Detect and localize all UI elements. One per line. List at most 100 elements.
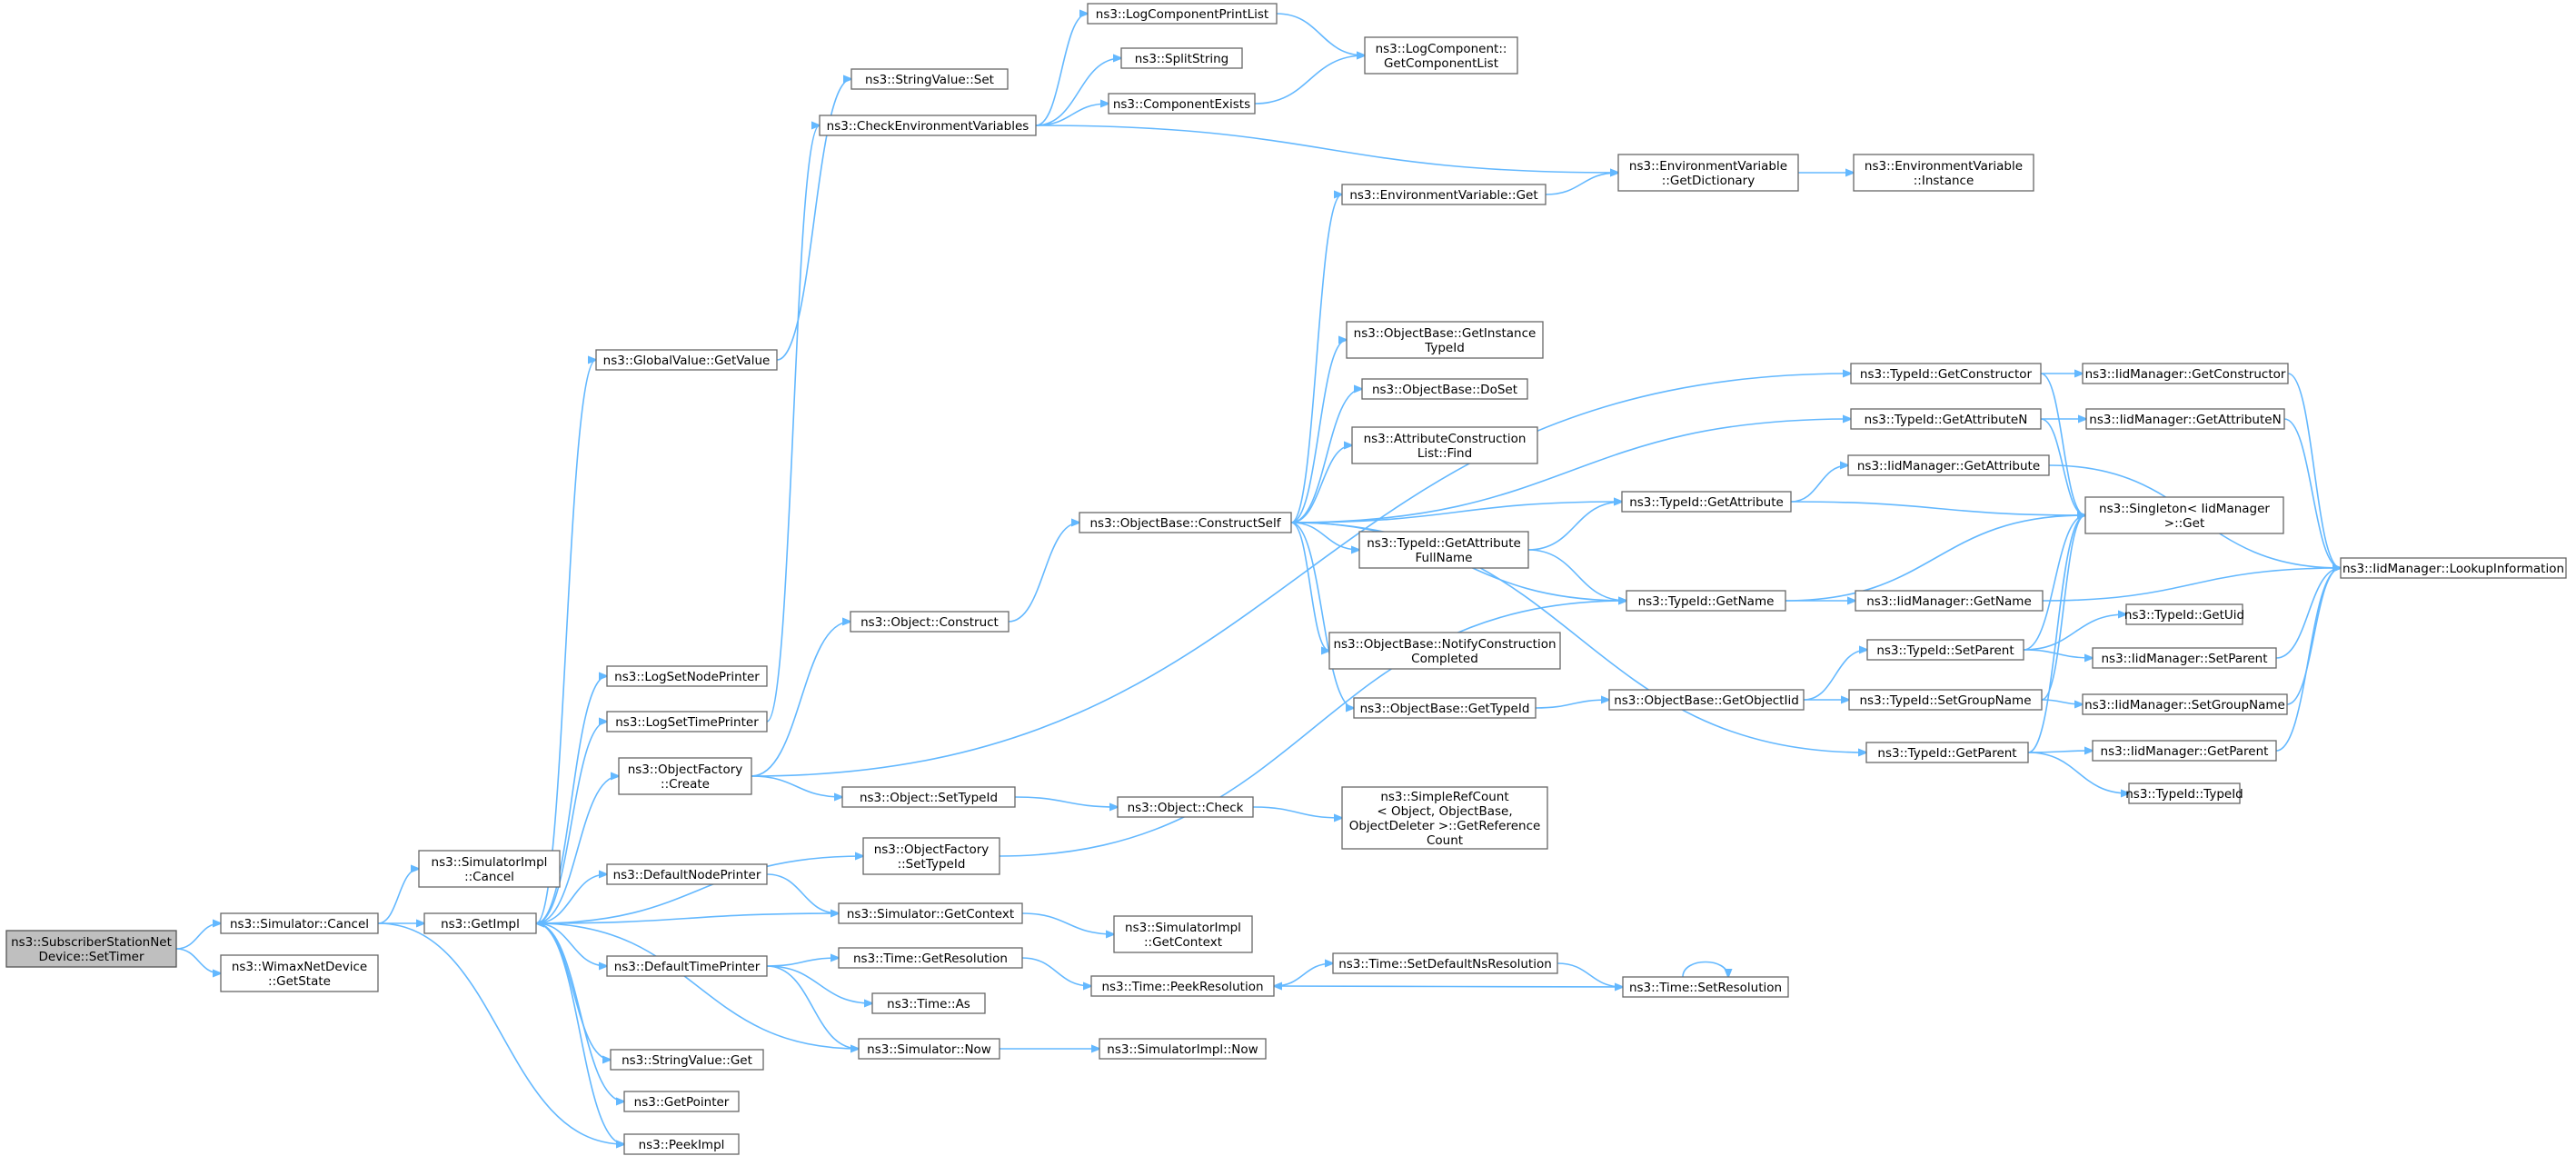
node-ns3-singleton-iidmanager-get[interactable]: ns3::Singleton< IidManager>::Get [2084, 496, 2284, 534]
node-ns3-typeid-getuid[interactable]: ns3::TypeId::GetUid [2124, 603, 2244, 625]
node-ns3-object-construct[interactable]: ns3::Object::Construct [850, 611, 1010, 633]
node-ns3-typeid-getname[interactable]: ns3::TypeId::GetName [1626, 590, 1786, 612]
node-label: ns3::IidManager::SetParent [2102, 652, 2268, 666]
node-ns3-stringvalue-set[interactable]: ns3::StringValue::Set [850, 68, 1009, 90]
node-ns3-simplerefcount-object-objectbase-objectdeleter-getreference-count[interactable]: ns3::SimpleRefCount< Object, ObjectBase,… [1341, 786, 1548, 850]
node-label: ::Create [661, 777, 710, 792]
node-ns3-componentexists[interactable]: ns3::ComponentExists [1108, 93, 1256, 115]
edge-n31-to-n35 [1290, 522, 1359, 550]
node-box [1351, 426, 1538, 464]
node-ns3-simulator-getcontext[interactable]: ns3::Simulator::GetContext [838, 902, 1023, 924]
node-ns3-splitstring[interactable]: ns3::SplitString [1120, 47, 1243, 69]
node-box [2125, 603, 2243, 625]
node-label: ns3::StringValue::Set [865, 73, 994, 87]
node-ns3-wimaxnetdevice-getstate[interactable]: ns3::WimaxNetDevice::GetState [220, 954, 379, 992]
node-ns3-typeid-setgroupname[interactable]: ns3::TypeId::SetGroupName [1848, 689, 2043, 711]
node-ns3-globalvalue-getvalue[interactable]: ns3::GlobalValue::GetValue [595, 349, 778, 371]
node-ns3-typeid-getparent[interactable]: ns3::TypeId::GetParent [1865, 742, 2029, 763]
node-label: ns3::Simulator::GetContext [847, 907, 1014, 922]
node-box [1626, 590, 1786, 612]
edge-n53-to-n60 [2041, 699, 2083, 704]
node-ns3-simulator-now[interactable]: ns3::Simulator::Now [858, 1038, 1000, 1060]
node-ns3-typeid-getattributen[interactable]: ns3::TypeId::GetAttributeN [1850, 408, 2042, 430]
node-ns3-iidmanager-getparent[interactable]: ns3::IidManager::GetParent [2092, 740, 2277, 762]
node-ns3-time-as[interactable]: ns3::Time::As [871, 992, 986, 1014]
node-ns3-checkenvironmentvariables[interactable]: ns3::CheckEnvironmentVariables [819, 115, 1037, 136]
node-ns3-object-check[interactable]: ns3::Object::Check [1117, 796, 1254, 818]
node-ns3-iidmanager-setparent[interactable]: ns3::IidManager::SetParent [2092, 647, 2277, 669]
edge-n5-to-n13 [535, 922, 611, 1060]
node-box [2128, 782, 2241, 804]
node-box [838, 947, 1023, 969]
node-ns3-objectfactory-create[interactable]: ns3::ObjectFactory::Create [618, 757, 752, 795]
node-box [1866, 639, 2024, 661]
node-ns3-logsettimeprinter[interactable]: ns3::LogSetTimePrinter [606, 711, 768, 732]
node-ns3-iidmanager-getattribute[interactable]: ns3::IidManager::GetAttribute [1847, 454, 2050, 476]
node-label: ns3::SimulatorImpl [1125, 921, 1241, 935]
node-ns3-objectbase-notifyconstruction-completed[interactable]: ns3::ObjectBase::NotifyConstructionCompl… [1328, 632, 1561, 670]
node-ns3-typeid-getattribute[interactable]: ns3::TypeId::GetAttribute [1621, 491, 1792, 513]
node-ns3-iidmanager-getname[interactable]: ns3::IidManager::GetName [1855, 590, 2044, 612]
node-ns3-peekimpl[interactable]: ns3::PeekImpl [623, 1133, 740, 1155]
node-ns3-iidmanager-getattributen[interactable]: ns3::IidManager::GetAttributeN [2085, 408, 2285, 430]
node-label: ns3::TypeId::GetUid [2124, 608, 2244, 623]
node-ns3-subscriberstationnet-device-settimer[interactable]: ns3::SubscriberStationNetDevice::SetTime… [5, 930, 177, 968]
node-label: ns3::TypeId::GetConstructor [1860, 367, 2033, 382]
node-ns3-objectbase-doset[interactable]: ns3::ObjectBase::DoSet [1361, 378, 1528, 400]
edge-n11-to-n20 [766, 873, 839, 913]
node-ns3-logcomponentprintlist[interactable]: ns3::LogComponentPrintList [1087, 3, 1278, 25]
node-box [1622, 976, 1789, 998]
node-label: ns3::PeekImpl [639, 1138, 725, 1152]
node-ns3-objectfactory-settypeid[interactable]: ns3::ObjectFactory::SetTypeId [862, 837, 1000, 875]
node-box [2092, 740, 2277, 762]
node-label: ns3::Time::SetDefaultNsResolution [1338, 957, 1552, 972]
node-ns3-simulatorimpl-now[interactable]: ns3::SimulatorImpl::Now [1099, 1038, 1267, 1060]
node-ns3-getimpl[interactable]: ns3::GetImpl [423, 912, 537, 934]
node-ns3-time-setdefaultnsresolution[interactable]: ns3::Time::SetDefaultNsResolution [1332, 952, 1558, 974]
edge-n56-to-n63 [2283, 418, 2341, 568]
node-label: ns3::EnvironmentVariable [1629, 159, 1787, 174]
node-ns3-environmentvariable-getdictionary[interactable]: ns3::EnvironmentVariable::GetDictionary [1617, 154, 1799, 192]
node-ns3-defaultnodeprinter[interactable]: ns3::DefaultNodePrinter [606, 863, 768, 885]
edge-n45-to-n50 [1790, 465, 1848, 503]
node-ns3-objectbase-gettypeid[interactable]: ns3::ObjectBase::GetTypeId [1353, 697, 1537, 719]
node-ns3-iidmanager-getconstructor[interactable]: ns3::IidManager::GetConstructor [2082, 363, 2289, 384]
node-ns3-time-peekresolution[interactable]: ns3::Time::PeekResolution [1090, 975, 1275, 997]
edge-n61-to-n63 [2275, 568, 2341, 752]
node-ns3-getpointer[interactable]: ns3::GetPointer [623, 1091, 740, 1112]
node-label: ns3::SplitString [1135, 52, 1229, 66]
node-ns3-iidmanager-lookupinformation[interactable]: ns3::IidManager::LookupInformation [2340, 557, 2567, 579]
node-ns3-simulatorimpl-cancel[interactable]: ns3::SimulatorImpl::Cancel [418, 850, 561, 888]
node-label: ObjectDeleter >::GetReference [1349, 819, 1541, 833]
node-label: ns3::GlobalValue::GetValue [603, 354, 771, 368]
node-ns3-objectbase-getobjectiid[interactable]: ns3::ObjectBase::GetObjectIid [1608, 689, 1805, 711]
node-label: ns3::ObjectBase::GetObjectIid [1614, 693, 1799, 708]
node-ns3-simulatorimpl-getcontext[interactable]: ns3::SimulatorImpl::GetContext [1113, 915, 1253, 953]
node-ns3-simulator-cancel[interactable]: ns3::Simulator::Cancel [220, 912, 379, 934]
node-ns3-logcomponent-getcomponentlist[interactable]: ns3::LogComponent::GetComponentList [1364, 36, 1518, 75]
node-ns3-typeid-typeid[interactable]: ns3::TypeId::TypeId [2125, 782, 2243, 804]
node-ns3-typeid-getconstructor[interactable]: ns3::TypeId::GetConstructor [1850, 363, 2042, 384]
node-ns3-stringvalue-get[interactable]: ns3::StringValue::Get [610, 1049, 764, 1071]
edge-n26-to-n27 [1254, 55, 1365, 105]
node-ns3-environmentvariable-get[interactable]: ns3::EnvironmentVariable::Get [1341, 184, 1547, 205]
node-ns3-defaulttimeprinter[interactable]: ns3::DefaultTimePrinter [606, 955, 768, 977]
edge-n45-to-n57 [1790, 501, 2085, 515]
node-ns3-typeid-setparent[interactable]: ns3::TypeId::SetParent [1866, 639, 2024, 661]
node-label: ns3::Simulator::Now [867, 1042, 991, 1057]
edge-n54-to-n57 [2027, 515, 2085, 753]
node-ns3-object-settypeid[interactable]: ns3::Object::SetTypeId [841, 786, 1016, 808]
node-ns3-time-getresolution[interactable]: ns3::Time::GetResolution [838, 947, 1023, 969]
node-ns3-environmentvariable-instance[interactable]: ns3::EnvironmentVariable::Instance [1853, 154, 2034, 192]
edge-n10-to-n48 [751, 374, 1851, 777]
node-label: ns3::LogComponentPrintList [1096, 7, 1268, 22]
node-ns3-objectbase-constructself[interactable]: ns3::ObjectBase::ConstructSelf [1079, 512, 1292, 533]
node-ns3-time-setresolution[interactable]: ns3::Time::SetResolution [1622, 976, 1789, 998]
node-label: ns3::EnvironmentVariable [1865, 159, 2023, 174]
node-ns3-iidmanager-setgroupname[interactable]: ns3::IidManager::SetGroupName [2082, 693, 2288, 715]
node-ns3-logsetnodeprinter[interactable]: ns3::LogSetNodePrinter [606, 665, 768, 687]
